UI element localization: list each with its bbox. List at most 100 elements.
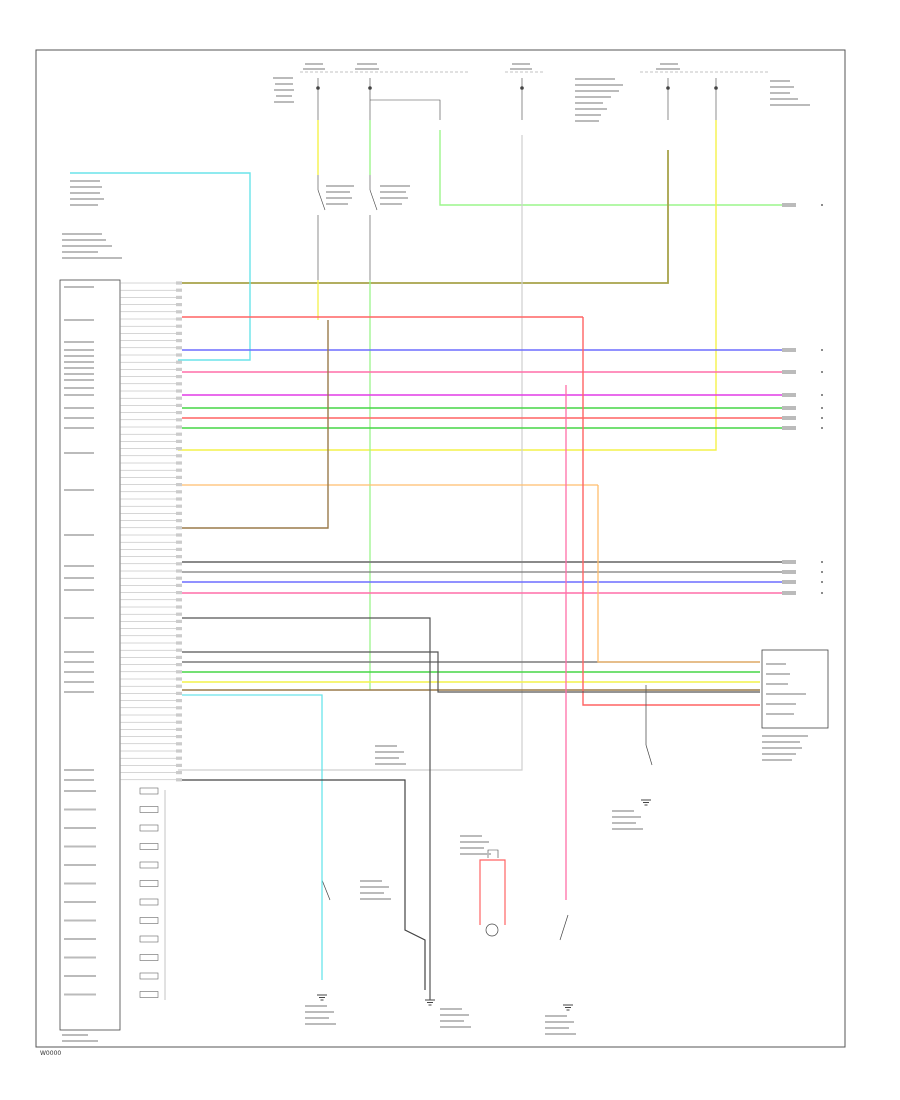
pin-marker [176, 663, 182, 667]
component-label [440, 1026, 471, 1028]
wire-end-marker [821, 371, 823, 373]
engine-control-module [59, 180, 122, 1042]
component-label [440, 1008, 462, 1010]
transmission-control-module [761, 649, 829, 761]
component-label [375, 745, 397, 747]
pin-marker [176, 684, 182, 688]
component-label [375, 751, 404, 753]
pin-marker [176, 605, 182, 609]
pin-marker [176, 411, 182, 415]
component-label [612, 828, 643, 830]
wire-end-marker [821, 427, 823, 429]
ecm-switch [139, 787, 159, 795]
pin-marker [176, 677, 182, 681]
pin-label [64, 489, 94, 491]
wire [479, 859, 506, 925]
wire [182, 320, 329, 529]
wire-end-marker [821, 561, 823, 563]
component-label [360, 898, 391, 900]
pin-marker [176, 475, 182, 479]
pin-marker [176, 598, 182, 602]
pin-marker [176, 353, 182, 357]
pin-label [64, 577, 94, 579]
wire-end-label [782, 416, 796, 420]
pin-label [64, 367, 94, 369]
wire-end-label [782, 406, 796, 410]
pin-marker [176, 727, 182, 731]
pin-marker [176, 403, 182, 407]
pin-label [64, 452, 94, 454]
ecm-switch [139, 806, 159, 813]
pin-marker [176, 562, 182, 566]
pin-marker [176, 497, 182, 501]
pin-marker [176, 749, 182, 753]
pin-marker [176, 569, 182, 573]
switch-label [64, 956, 96, 959]
pin-label [64, 427, 94, 429]
component-label [460, 847, 484, 849]
pin-marker [176, 367, 182, 371]
pin-label [64, 565, 94, 567]
pin-label [64, 661, 94, 663]
wire-end-marker [821, 204, 823, 206]
pin-label [64, 373, 94, 375]
pin-label [64, 394, 94, 396]
pin-marker [176, 375, 182, 379]
pin-label [64, 387, 94, 389]
component-label [375, 757, 399, 759]
component-label [440, 1014, 469, 1016]
pin-marker [176, 396, 182, 400]
pin-marker [176, 742, 182, 746]
component-label [440, 1020, 464, 1022]
diagram-frame [35, 49, 846, 1048]
wire [182, 651, 760, 693]
component-label [460, 841, 489, 843]
switch-label [64, 827, 96, 829]
switch-pair-top [317, 175, 410, 280]
pin-label [64, 691, 94, 693]
wire [182, 779, 426, 990]
pin-marker [176, 583, 182, 587]
switch-label [64, 993, 96, 996]
switch-label [64, 808, 96, 811]
wire-end-marker [821, 592, 823, 594]
wire-end-label [782, 570, 796, 574]
wire-end-label [782, 393, 796, 397]
ecm-switch [139, 824, 159, 832]
connector-pin-column [120, 281, 182, 782]
pin-marker [176, 461, 182, 465]
pin-marker [176, 331, 182, 335]
switch-label [64, 864, 96, 866]
pin-label [64, 361, 94, 363]
wire-cyan-top [70, 172, 251, 361]
wire-end-marker [821, 417, 823, 419]
pin-marker [176, 627, 182, 631]
wire-end-label [782, 370, 796, 374]
pin-label [64, 671, 94, 673]
pin-marker [176, 547, 182, 551]
pin-marker [176, 619, 182, 623]
pin-label [64, 349, 94, 351]
switch-label [64, 845, 96, 848]
pin-marker [176, 720, 182, 724]
pin-label [64, 534, 94, 536]
pin-marker [176, 735, 182, 739]
wire-end-marker [821, 571, 823, 573]
signal-wires [182, 316, 790, 1000]
wire-end-label [782, 426, 796, 430]
diagram-code: W0000 [40, 1050, 61, 1057]
ecm-switch [139, 898, 159, 906]
component-label [612, 810, 634, 812]
pin-marker [176, 382, 182, 386]
pin-marker [176, 490, 182, 494]
pin-marker [176, 763, 182, 767]
pin-label [64, 769, 94, 771]
pin-marker [176, 612, 182, 616]
component-label [612, 816, 641, 818]
ecm-switch [139, 843, 159, 850]
wire [582, 317, 760, 706]
pin-label [64, 286, 94, 288]
fuse-feeds [316, 78, 718, 120]
